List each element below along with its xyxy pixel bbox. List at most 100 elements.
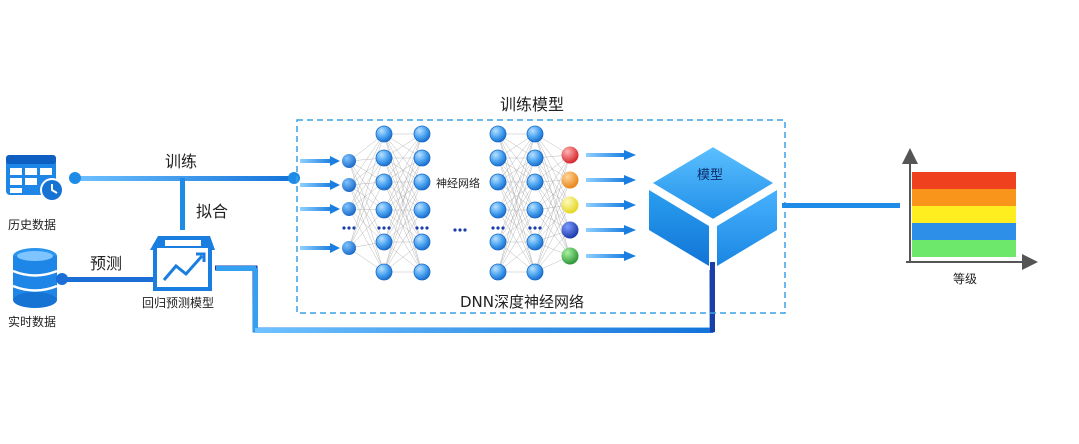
train-label: 训练 [165,152,198,171]
ellipsis-dot [382,226,386,230]
arrow-icon [300,207,332,211]
output-node [561,171,579,189]
grade-band [912,240,1016,257]
arrow-icon [300,159,332,163]
ellipsis-dot [496,226,500,230]
hidden-node [489,263,507,281]
ellipsis-dot [538,226,542,230]
arrow-icon [586,254,626,258]
arrow-icon [586,203,626,207]
predict-line [56,273,162,285]
fit-connector [180,178,185,230]
arrow-icon [586,153,626,157]
ellipsis-dot [420,226,424,230]
realtime-data-label: 实时数据 [8,315,57,329]
output-node [561,146,579,164]
arrow-icon [300,246,332,250]
table-clock-icon [6,155,64,202]
arrow-icon [586,228,626,232]
hidden-node [375,233,393,251]
regression-model-label: 回归预测模型 [142,296,215,310]
ellipsis-dot [425,226,429,230]
hidden-node [413,173,431,191]
input-node [342,241,356,255]
input-node [342,202,356,216]
arrow-head [624,175,636,185]
hidden-node [526,173,544,191]
arrow-head [330,204,340,214]
output-arrows [586,150,636,261]
arrow-head [330,156,340,166]
predict-label: 预测 [90,254,123,273]
model-label: 模型 [697,168,724,183]
arrow-head [330,180,340,190]
hidden-node [375,173,393,191]
hidden-node [526,263,544,281]
output-node [561,221,579,239]
hidden-node [489,149,507,167]
hidden-node [375,263,393,281]
arrow-head [624,150,636,160]
cube-icon [649,144,777,266]
output-node [561,196,579,214]
ellipsis-dot [463,228,467,232]
input-arrows [300,156,340,253]
input-node [342,178,356,192]
ellipsis-dot [347,226,351,230]
input-node [342,154,356,168]
hidden-node [526,233,544,251]
hidden-node [413,149,431,167]
arrow-head [624,251,636,261]
feedback-path [215,262,715,333]
grade-chart [902,148,1038,270]
grade-band [912,206,1016,223]
ellipsis-dot [342,226,346,230]
hidden-node [489,125,507,143]
ellipsis-dot [458,228,462,232]
hidden-node [375,125,393,143]
neural-net-label: 神经网络 [435,175,481,191]
dnn-frame [296,119,786,314]
ellipsis-dot [377,226,381,230]
ellipsis-dot [528,226,532,230]
database-icon [12,248,58,308]
output-line [782,203,900,208]
grade-band [912,189,1016,206]
hidden-node [489,201,507,219]
ellipsis-dot [501,226,505,230]
hidden-node [413,201,431,219]
ellipsis-dot [387,226,391,230]
ellipsis-dot [533,226,537,230]
ellipsis-dot [352,226,356,230]
grade-label: 等级 [953,272,978,286]
arrow-icon [300,183,332,187]
hidden-node [526,125,544,143]
hidden-node [413,125,431,143]
hidden-node [489,173,507,191]
hidden-node [489,233,507,251]
hidden-node [526,201,544,219]
chart-box-icon [150,236,215,291]
history-data-label: 历史数据 [8,218,57,232]
ellipsis-dot [453,228,457,232]
fit-label: 拟合 [196,202,229,221]
arrow-head [330,243,340,253]
dnn-caption: DNN深度神经网络 [460,293,584,311]
train-model-title: 训练模型 [500,95,565,114]
arrow-icon [586,178,626,182]
hidden-node [526,149,544,167]
hidden-node [375,149,393,167]
arrow-head [624,225,636,235]
grade-band [912,172,1016,189]
arrow-head [624,200,636,210]
network-nodes [342,125,579,281]
ellipsis-dot [415,226,419,230]
hidden-node [375,201,393,219]
hidden-node [413,233,431,251]
ellipsis-dot [491,226,495,230]
grade-band [912,223,1016,240]
hidden-node [413,263,431,281]
output-node [561,247,579,265]
